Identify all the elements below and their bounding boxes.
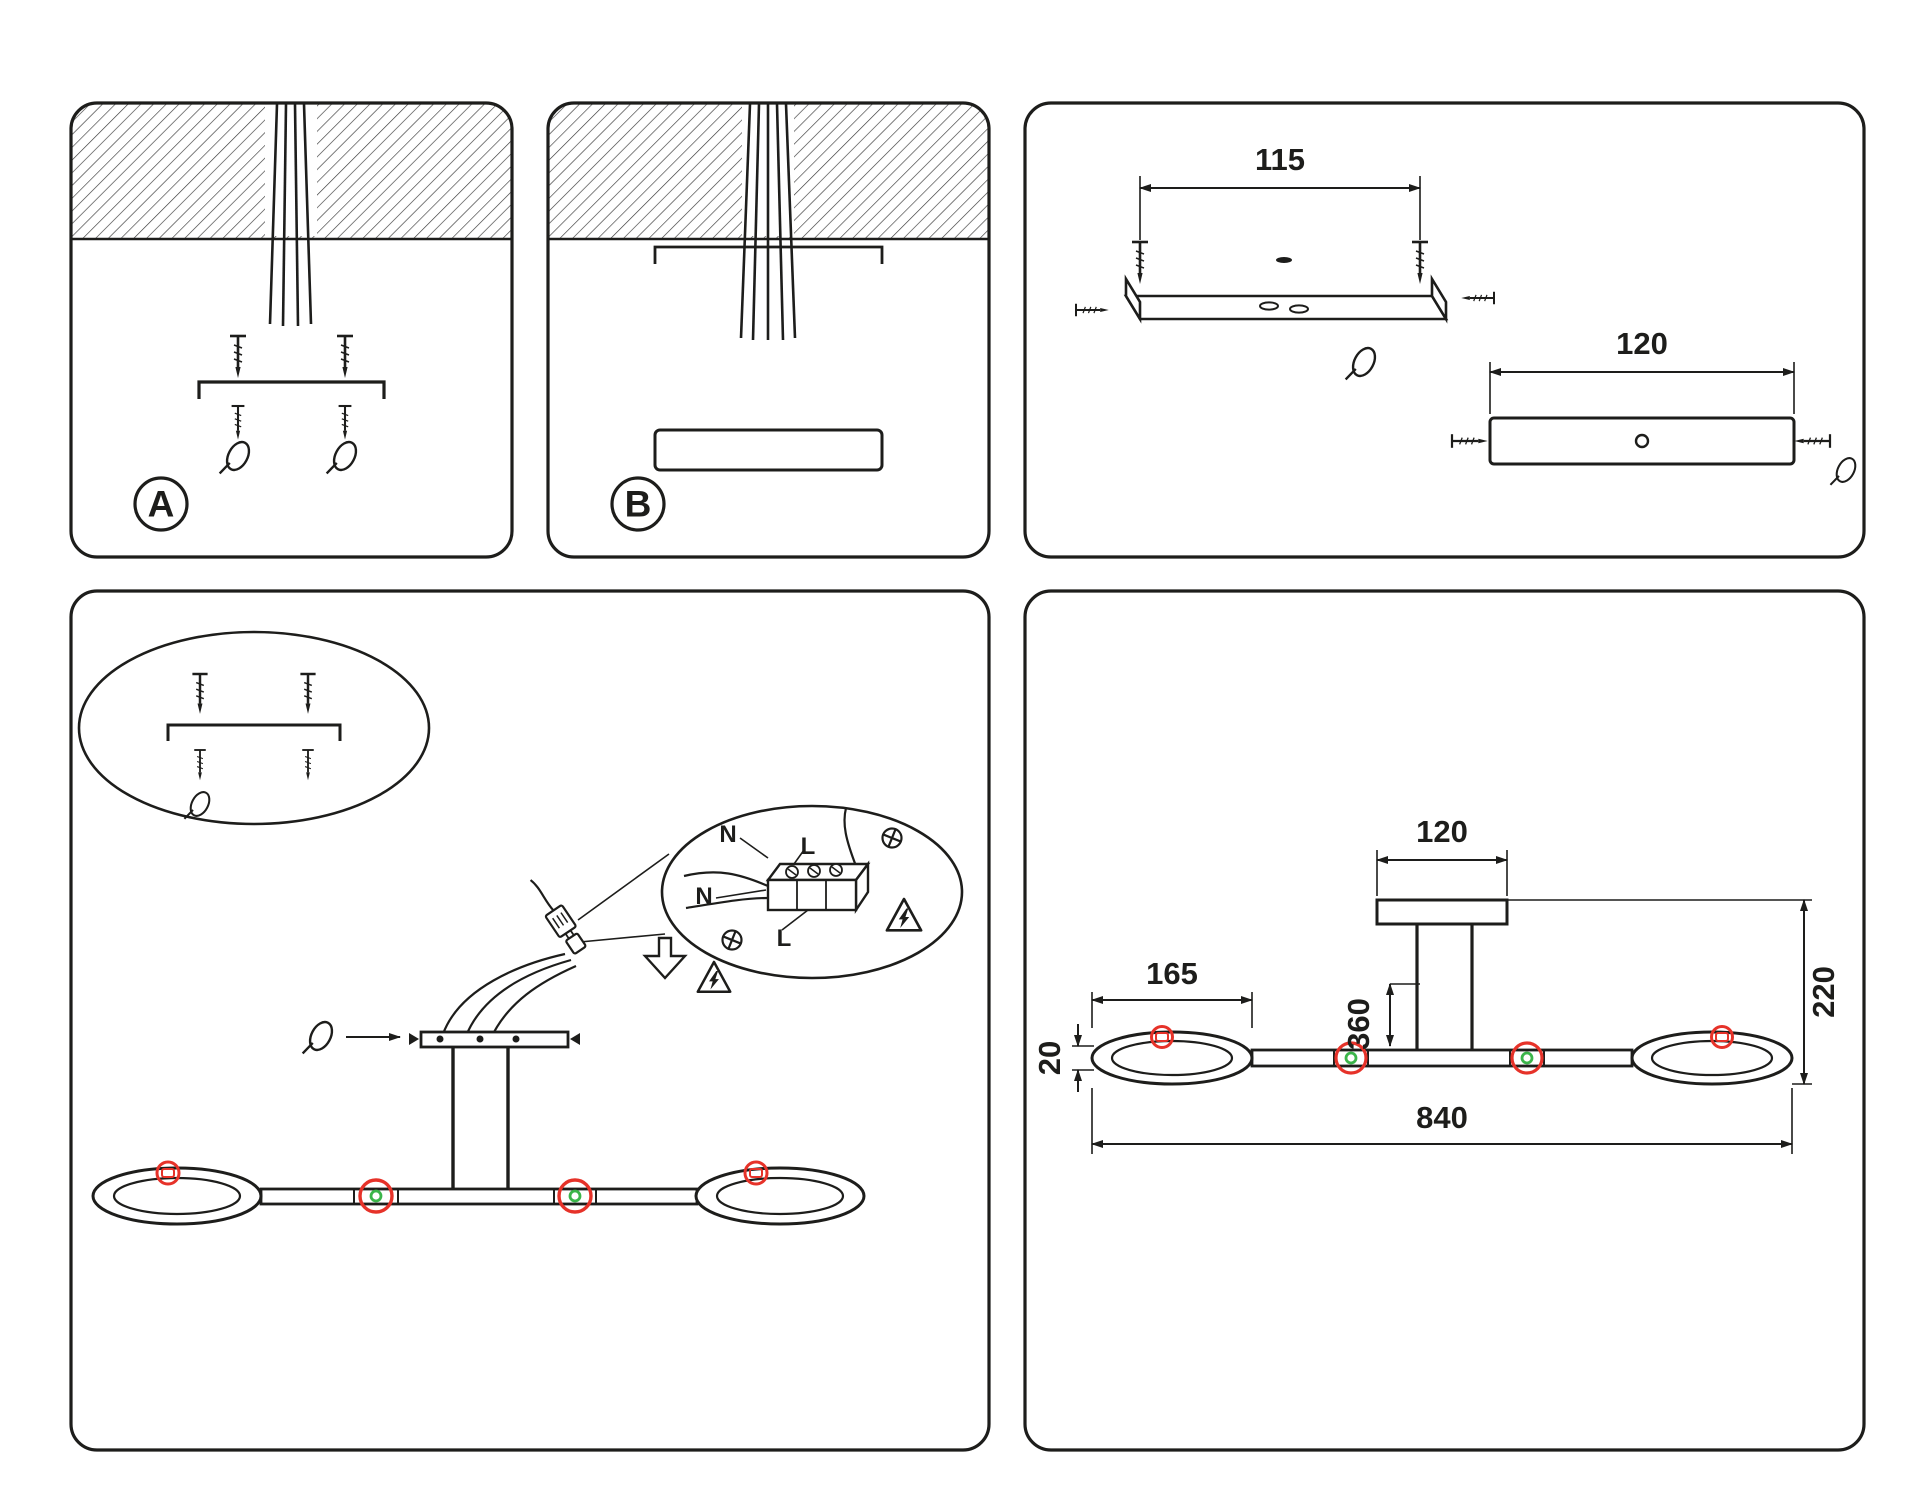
fixing-inset (77, 630, 431, 827)
screw-icon (1130, 240, 1150, 286)
step-b-label: B (625, 484, 652, 525)
dimension-canopy-120: 120 (1376, 814, 1508, 896)
stem-rods (1415, 924, 1474, 1050)
mains-cable (739, 103, 797, 341)
wire-label-n-left: N (695, 883, 712, 910)
wire (683, 871, 769, 888)
canopy-wires (441, 952, 577, 1039)
bulb-socket-marker (155, 1160, 769, 1186)
panel-bl-border (69, 589, 991, 1452)
panel-step-b: B (545, 100, 992, 560)
ceiling-hatch (71, 103, 512, 239)
ring-light-right (694, 1166, 866, 1226)
plate-dimension-120: 120 (1489, 326, 1795, 414)
wall-plug-icon (217, 437, 255, 483)
mains-connector (529, 879, 587, 955)
screw-icon (230, 404, 246, 441)
step-a-badge (133, 476, 189, 532)
wiring-detail-bubble: N L N L (577, 804, 964, 980)
tube-dim-label: 20 (1032, 1041, 1067, 1075)
height-dim-label: 220 (1806, 966, 1841, 1018)
bracket-dim-label: 115 (1255, 142, 1305, 177)
direction-arrow-icon (409, 1033, 419, 1045)
joint-screw-green (1344, 1051, 1534, 1065)
terminal-block (765, 860, 871, 914)
panel-b-border (546, 101, 991, 559)
screw-icon (1074, 302, 1110, 318)
mounting-bracket (197, 380, 386, 399)
wire-label-l-top: L (801, 833, 816, 860)
screw-icon (337, 404, 353, 441)
wall-plug-icon (1343, 343, 1381, 389)
dimension-ring-165: 165 (1091, 956, 1253, 1028)
screw-icon (299, 672, 317, 716)
pull-down-arrow-icon (642, 936, 688, 980)
canopy-plate (1375, 898, 1509, 926)
plate-dim-label: 120 (1616, 326, 1668, 361)
bracket-dimension-115: 115 (1139, 142, 1421, 240)
screw-icon (1460, 290, 1496, 306)
arm-tube (1250, 1048, 1634, 1068)
step-a-label: A (148, 484, 175, 525)
wire-label-l-bottom: L (777, 925, 792, 952)
wall-plug-icon (324, 437, 362, 483)
ring-dim-label: 165 (1146, 956, 1198, 991)
wire (685, 896, 769, 910)
step-b-badge (610, 476, 666, 532)
panel-tr-border (1023, 101, 1866, 559)
joint-screw-marker (358, 1178, 593, 1214)
panel-br-border (1023, 589, 1866, 1452)
arm-tube (259, 1187, 699, 1206)
screw-icon (301, 749, 315, 782)
canopy-bar (409, 1030, 580, 1049)
panel-mounting-dimensions: 115 120 (1022, 100, 1867, 560)
ceiling-bracket-3d (1123, 257, 1449, 324)
panel-product-dimensions: 120 (1022, 588, 1867, 1453)
canopy-dim-label: 120 (1416, 814, 1468, 849)
electric-shock-warning-icon (696, 960, 732, 993)
dimension-width-840: 840 (1091, 1088, 1793, 1154)
panel-assembly: N L N L (68, 588, 992, 1453)
screw-icon (1450, 433, 1489, 449)
dimension-tube-20: 20 (1032, 1024, 1094, 1092)
joint-screw-green (369, 1189, 582, 1203)
screw-icon (191, 672, 209, 716)
stem-rods (451, 1047, 510, 1189)
panel-a-border (69, 101, 514, 559)
callout-lines (577, 853, 670, 943)
screw-icon (335, 334, 355, 380)
width-dim-label: 840 (1416, 1100, 1468, 1135)
wall-plug-icon (300, 1017, 338, 1063)
screw-icon (1793, 433, 1832, 449)
fixture-body (91, 1047, 866, 1226)
joint-screw-marker (1334, 1041, 1544, 1075)
bulb-socket-marker (1150, 1025, 1734, 1049)
canopy-plate (653, 428, 884, 472)
direction-arrow-icon (570, 1033, 580, 1045)
screw-icon (1410, 240, 1430, 286)
wire (843, 807, 858, 867)
screw-icon (193, 749, 207, 782)
dimension-drop-360: 360 (1341, 983, 1420, 1050)
dimension-height-220: 220 (1507, 899, 1841, 1085)
plate-center-hole (1634, 433, 1650, 449)
panel-step-a: A (68, 100, 515, 560)
wall-plug-icon (1828, 453, 1861, 493)
mains-cable (268, 103, 313, 327)
screw-icon (228, 334, 248, 380)
canopy-plate-front (1488, 416, 1796, 466)
drop-dim-label: 360 (1341, 998, 1376, 1050)
wire-label-n-top: N (719, 821, 736, 848)
